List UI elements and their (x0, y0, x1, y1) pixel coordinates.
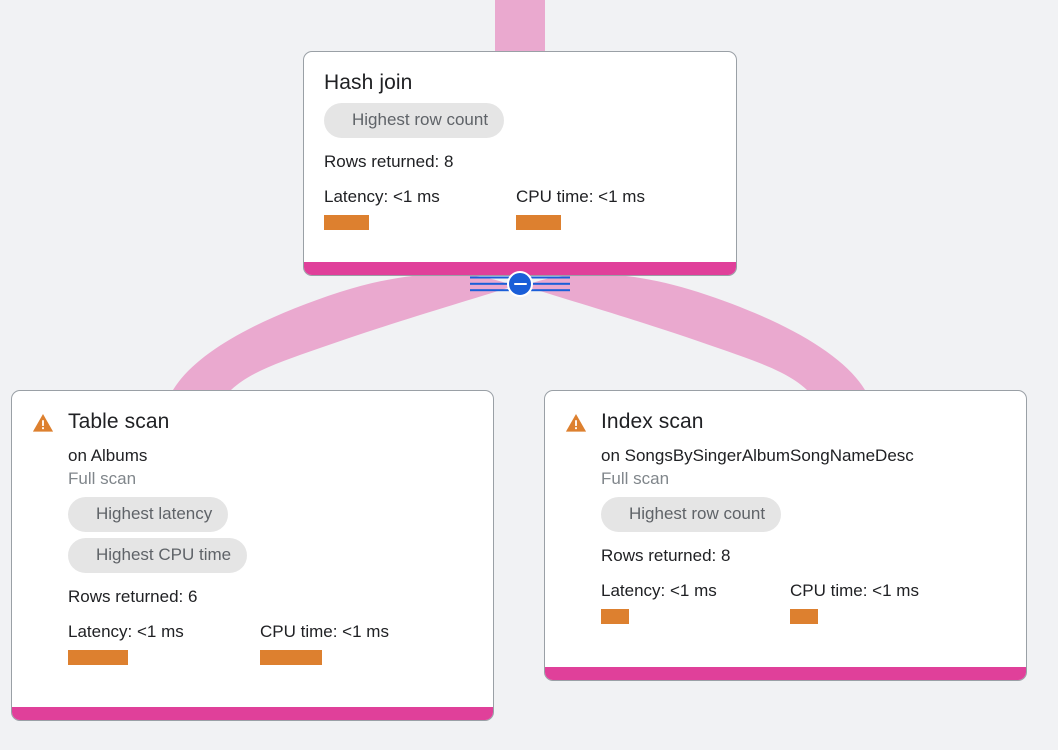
node-chips: Highest latency Highest CPU time (68, 497, 389, 579)
node-subtitle: on SongsBySingerAlbumSongNameDesc (601, 446, 914, 465)
collapse-toggle-wrapper (470, 270, 570, 298)
node-index-scan[interactable]: Index scan on SongsBySingerAlbumSongName… (544, 390, 1027, 681)
edge-incoming (495, 0, 545, 52)
chip-highest-row-count: Highest row count (324, 103, 505, 138)
edge-to-table-scan (173, 273, 514, 390)
metric-latency: Latency: <1 ms (68, 621, 260, 665)
node-header: Table scan on Albums Full scan Highest l… (32, 409, 473, 665)
node-header: Hash join (324, 70, 716, 96)
metric-latency-label: Latency: <1 ms (601, 581, 717, 600)
node-hash-join[interactable]: Hash join Highest row count Rows returne… (303, 51, 737, 276)
metric-cpu-time-label: CPU time: <1 ms (260, 622, 389, 641)
chip-highest-row-count: Highest row count (601, 497, 782, 532)
node-scan-type: Full scan (601, 469, 670, 488)
metric-latency-bar (68, 650, 128, 665)
metric-latency-bar (324, 215, 369, 230)
metric-latency-label: Latency: <1 ms (324, 187, 440, 206)
node-body: Table scan on Albums Full scan Highest l… (12, 391, 493, 707)
metric-latency-label: Latency: <1 ms (68, 622, 184, 641)
node-metrics: Latency: <1 ms CPU time: <1 ms (324, 186, 716, 230)
node-chips: Highest row count (324, 103, 716, 144)
metric-cpu-time-bar (790, 609, 818, 624)
rows-returned: Rows returned: 6 (68, 587, 198, 606)
node-metrics: Latency: <1 ms CPU time: <1 ms (68, 621, 389, 665)
node-title: Hash join (324, 71, 413, 94)
rows-returned: Rows returned: 8 (601, 546, 731, 565)
warning-icon (565, 414, 587, 432)
warning-icon (32, 414, 54, 432)
node-chips: Highest row count (601, 497, 919, 538)
metric-cpu-time: CPU time: <1 ms (516, 186, 645, 230)
collapse-toggle-button[interactable] (507, 271, 533, 297)
rows-returned: Rows returned: 8 (324, 152, 454, 171)
metric-cpu-time-label: CPU time: <1 ms (790, 581, 919, 600)
chip-highest-latency: Highest latency (68, 497, 229, 532)
minus-icon (513, 282, 527, 286)
node-subtitle: on Albums (68, 446, 148, 465)
node-title: Table scan (68, 410, 170, 433)
edge-to-index-scan (524, 273, 865, 390)
metric-cpu-time: CPU time: <1 ms (790, 580, 919, 624)
metric-latency: Latency: <1 ms (324, 186, 516, 230)
node-accent-bar (12, 707, 493, 720)
node-title: Index scan (601, 410, 704, 433)
metric-cpu-time-label: CPU time: <1 ms (516, 187, 645, 206)
node-header: Index scan on SongsBySingerAlbumSongName… (565, 409, 1006, 624)
metric-cpu-time-bar (516, 215, 561, 230)
node-accent-bar (304, 262, 736, 275)
node-metrics: Latency: <1 ms CPU time: <1 ms (601, 580, 919, 624)
node-head-text: Index scan on SongsBySingerAlbumSongName… (601, 409, 919, 624)
node-accent-bar (545, 667, 1026, 680)
metric-latency-bar (601, 609, 629, 624)
metric-cpu-time: CPU time: <1 ms (260, 621, 389, 665)
metric-latency: Latency: <1 ms (601, 580, 790, 624)
node-body: Index scan on SongsBySingerAlbumSongName… (545, 391, 1026, 667)
node-scan-type: Full scan (68, 469, 137, 488)
node-body: Hash join Highest row count Rows returne… (304, 52, 736, 262)
node-table-scan[interactable]: Table scan on Albums Full scan Highest l… (11, 390, 494, 721)
node-head-text: Table scan on Albums Full scan Highest l… (68, 409, 389, 665)
chip-highest-cpu-time: Highest CPU time (68, 538, 248, 573)
metric-cpu-time-bar (260, 650, 322, 665)
